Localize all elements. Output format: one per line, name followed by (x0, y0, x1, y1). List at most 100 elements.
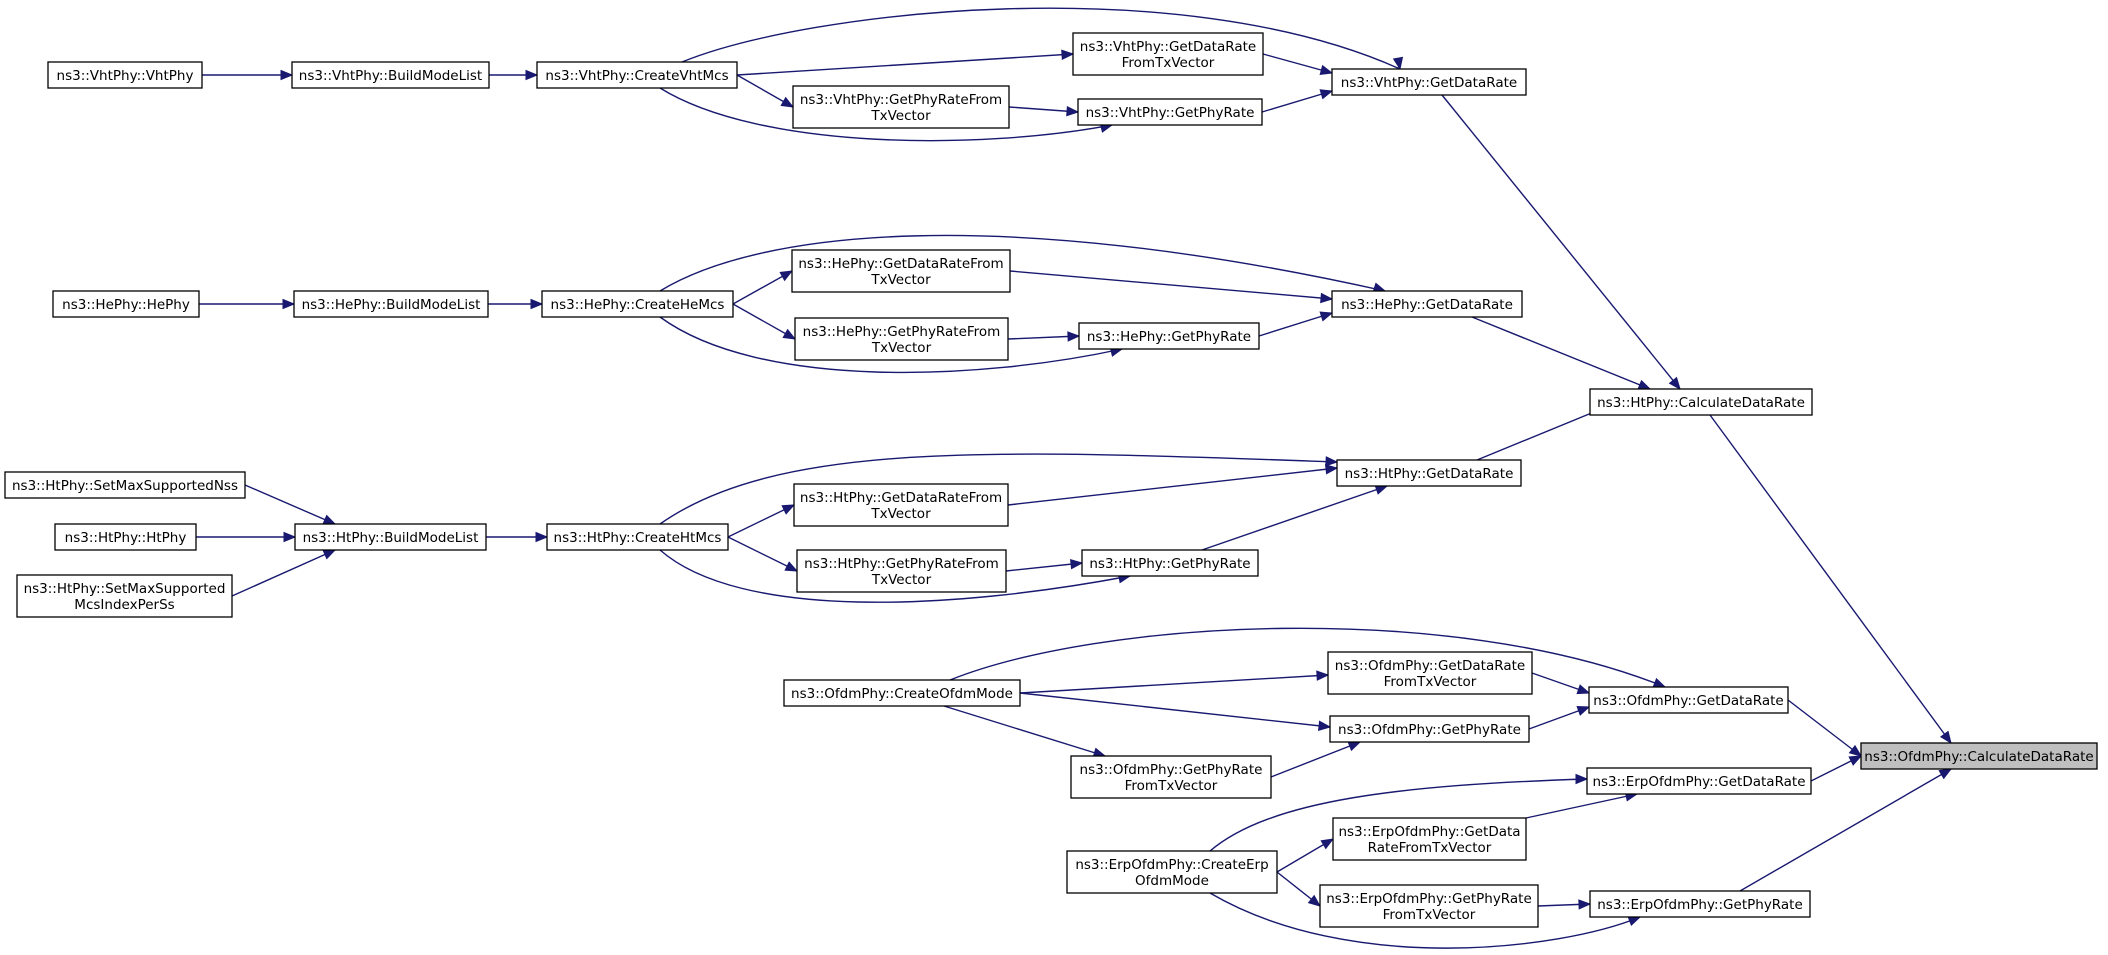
edge-line (1261, 90, 1333, 113)
edge-line (659, 453, 1338, 525)
node-label: ns3::HtPhy::CreateHtMcs (554, 530, 722, 546)
node-box (1586, 767, 1812, 795)
arrow-head-icon (1637, 379, 1652, 390)
node-label: ns3::HtPhy::GetPhyRate (1089, 556, 1250, 572)
node-ht-ctor[interactable]: ns3::HtPhy::HtPhy (54, 523, 197, 551)
edge-line (681, 7, 1401, 70)
edge-ht-calc-to-ofdm-calc (1709, 414, 1952, 745)
edge-vht-drtx-to-vht-getdr (1262, 53, 1334, 76)
node-erp-getdr[interactable]: ns3::ErpOfdmPhy::GetDataRate (1586, 767, 1812, 795)
edge-ht-ctor-to-ht-build (196, 531, 297, 543)
node-ht-create[interactable]: ns3::HtPhy::CreateHtMcs (546, 523, 729, 551)
node-ofdm-getpr[interactable]: ns3::OfdmPhy::GetPhyRate (1329, 715, 1530, 743)
node-box (1081, 549, 1259, 577)
node-box (1070, 755, 1272, 799)
node-vht-getpr[interactable]: ns3::VhtPhy::GetPhyRate (1077, 98, 1263, 126)
node-he-build[interactable]: ns3::HePhy::BuildModeList (293, 290, 489, 318)
edge-line (1441, 94, 1681, 390)
node-vht-ctor[interactable]: ns3::VhtPhy::VhtPhy (47, 61, 203, 89)
edge-he-create-to-he-drtx (732, 270, 794, 305)
node-label: ns3::HePhy::GetDataRateFrom (798, 256, 1003, 272)
edge-vht-ctor-to-vht-build (202, 69, 294, 81)
arrow-head-icon (1668, 376, 1681, 391)
node-he-create[interactable]: ns3::HePhy::CreateHeMcs (541, 290, 734, 318)
node-ht-build[interactable]: ns3::HtPhy::BuildModeList (294, 523, 487, 551)
edge-ht-drtx-to-ht-getdr (1007, 464, 1339, 506)
node-box (792, 85, 1010, 129)
edge-line (1709, 414, 1952, 744)
edge-he-drtx-to-he-getdr (1009, 270, 1334, 304)
node-ofdm-create[interactable]: ns3::OfdmPhy::CreateOfdmMode (783, 679, 1021, 707)
node-label: ns3::ErpOfdmPhy::GetDataRate (1592, 774, 1805, 790)
node-label: ns3::OfdmPhy::GetDataRate (1335, 658, 1525, 674)
edge-ofdm-drtx-to-ofdm-getdr (1531, 672, 1591, 695)
node-ht-setnss[interactable]: ns3::HtPhy::SetMaxSupportedNss (4, 471, 246, 499)
node-label: ns3::OfdmPhy::CalculateDataRate (1864, 749, 2093, 765)
node-label: ns3::OfdmPhy::CreateOfdmMode (791, 686, 1013, 702)
node-box (1588, 686, 1789, 714)
node-label: TxVector (870, 506, 931, 522)
node-ofdm-getdr[interactable]: ns3::OfdmPhy::GetDataRate (1588, 686, 1789, 714)
node-ht-getpr[interactable]: ns3::HtPhy::GetPhyRate (1081, 549, 1259, 577)
arrow-head-icon (781, 504, 796, 515)
edge-line (1209, 892, 1641, 949)
node-he-ctor[interactable]: ns3::HePhy::HePhy (52, 290, 200, 318)
node-box (1329, 715, 1530, 743)
edge-line (1471, 316, 1651, 390)
node-he-getdr[interactable]: ns3::HePhy::GetDataRate (1331, 290, 1523, 318)
edge-vht-prtx-to-vht-getpr (1008, 105, 1080, 117)
arrow-head-icon (780, 96, 795, 108)
node-ht-getdr[interactable]: ns3::HtPhy::GetDataRate (1336, 459, 1522, 487)
node-ht-calc[interactable]: ns3::HtPhy::CalculateDataRate (1589, 388, 1813, 416)
arrow-head-icon (1848, 755, 1863, 766)
node-label: FromTxVector (1384, 674, 1477, 690)
edge-ofdm-create-to-ofdm-getpr (1019, 692, 1332, 731)
arrow-head-icon (322, 549, 337, 560)
node-vht-create[interactable]: ns3::VhtPhy::CreateVhtMcs (536, 61, 738, 89)
node-vht-build[interactable]: ns3::VhtPhy::BuildModeList (291, 61, 490, 89)
arrow-head-icon (1575, 773, 1589, 785)
node-label: TxVector (871, 340, 932, 356)
edge-line (727, 536, 798, 572)
edge-line (659, 549, 1131, 603)
edge-ht-build-to-ht-create (486, 531, 549, 543)
node-box (1066, 850, 1278, 894)
node-he-getpr[interactable]: ns3::HePhy::GetPhyRate (1078, 322, 1260, 350)
arrow-head-icon (1320, 838, 1335, 850)
node-box (4, 471, 246, 499)
node-box (796, 549, 1007, 593)
node-box (793, 483, 1009, 527)
edge-he-prtx-to-he-getpr (1007, 331, 1081, 342)
node-label: ns3::ErpOfdmPhy::GetPhyRate (1597, 897, 1803, 913)
arrow-head-icon (1392, 56, 1404, 71)
node-label: ns3::HtPhy::HtPhy (65, 530, 187, 546)
node-label: ns3::HePhy::GetPhyRate (1087, 329, 1251, 345)
node-ofdm-calc[interactable]: ns3::OfdmPhy::CalculateDataRate (1860, 742, 2098, 770)
arrow-head-icon (784, 561, 799, 572)
node-label: ns3::HtPhy::BuildModeList (303, 530, 479, 546)
node-erp-getpr[interactable]: ns3::ErpOfdmPhy::GetPhyRate (1589, 890, 1811, 918)
arrow-head-icon (1066, 105, 1080, 117)
edge-ofdm-getdr-to-ofdm-calc (1787, 699, 1863, 757)
node-label: ns3::OfdmPhy::GetPhyRate (1338, 722, 1521, 738)
arrow-head-icon (530, 298, 544, 310)
node-box (1078, 322, 1260, 350)
edge-line (1209, 778, 1588, 852)
node-box (794, 317, 1009, 361)
node-box (1319, 884, 1539, 928)
arrow-head-icon (782, 328, 797, 340)
node-vht-getdr[interactable]: ns3::VhtPhy::GetDataRate (1331, 68, 1527, 96)
node-box (294, 523, 487, 551)
